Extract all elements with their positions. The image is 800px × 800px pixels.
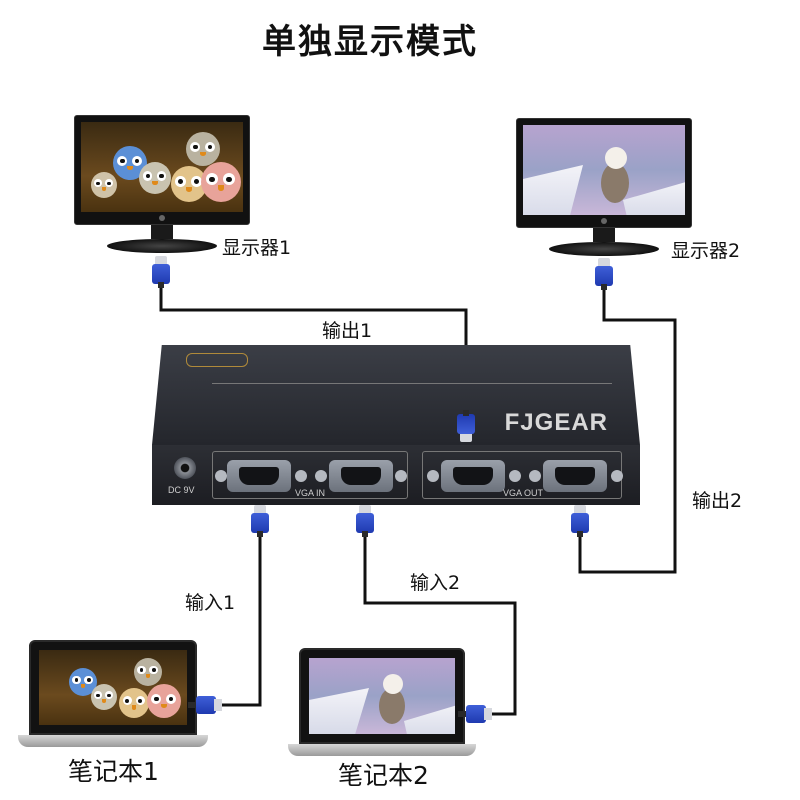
laptop-2: [288, 648, 476, 756]
dc-power-port: [174, 457, 196, 479]
switch-top-panel: FJGEAR: [152, 345, 640, 445]
cable-input-2: [363, 535, 517, 716]
vga-in-label: VGA IN: [295, 488, 326, 498]
laptop-2-screen: [309, 658, 455, 734]
laptop-1-label: 笔记本1: [68, 757, 159, 786]
vga-plug-output-2: [571, 505, 589, 537]
vga-plug-laptop-2: [458, 705, 492, 723]
output-2-label: 输出2: [692, 490, 743, 512]
dc-label: DC 9V: [168, 485, 195, 495]
monitor-2: [516, 118, 692, 256]
vga-in-group: VGA IN: [212, 451, 408, 499]
input-1-label: 输入1: [185, 592, 236, 614]
vga-plug-monitor-2: [595, 258, 613, 290]
input-2-label: 输入2: [410, 572, 461, 594]
output-1-label: 输出1: [322, 320, 373, 342]
laptop-1-screen: [39, 650, 187, 725]
vga-out-label: VGA OUT: [503, 488, 544, 498]
vga-in-port-1: [227, 460, 291, 492]
laptop-1: [18, 640, 208, 747]
vga-plug-output-1: [457, 410, 475, 442]
monitor-1-screen: [81, 122, 243, 212]
vga-out-group: VGA OUT: [422, 451, 623, 499]
monitor-2-stand: [549, 242, 659, 256]
vga-matrix-switch: FJGEAR DC 9V VGA IN VGA OUT: [152, 345, 640, 505]
vga-plug-input-2: [356, 505, 374, 537]
monitor-1: [74, 115, 250, 253]
switch-badge: [186, 353, 248, 367]
vga-out-port-1: [441, 460, 505, 492]
laptop-2-label: 笔记本2: [338, 761, 429, 790]
cable-input-1: [222, 535, 262, 707]
cable-output-2: [578, 285, 677, 574]
vga-plug-monitor-1: [152, 256, 170, 288]
monitor-2-label: 显示器2: [671, 240, 741, 262]
monitor-2-screen: [523, 125, 685, 215]
monitor-1-label: 显示器1: [222, 237, 292, 259]
switch-brand: FJGEAR: [504, 409, 608, 436]
vga-plug-laptop-1: [188, 696, 222, 714]
vga-out-port-2: [543, 460, 607, 492]
vga-plug-input-1: [251, 505, 269, 537]
diagram-title: 单独显示模式: [262, 22, 478, 62]
monitor-1-stand: [107, 239, 217, 253]
vga-in-port-2: [329, 460, 393, 492]
